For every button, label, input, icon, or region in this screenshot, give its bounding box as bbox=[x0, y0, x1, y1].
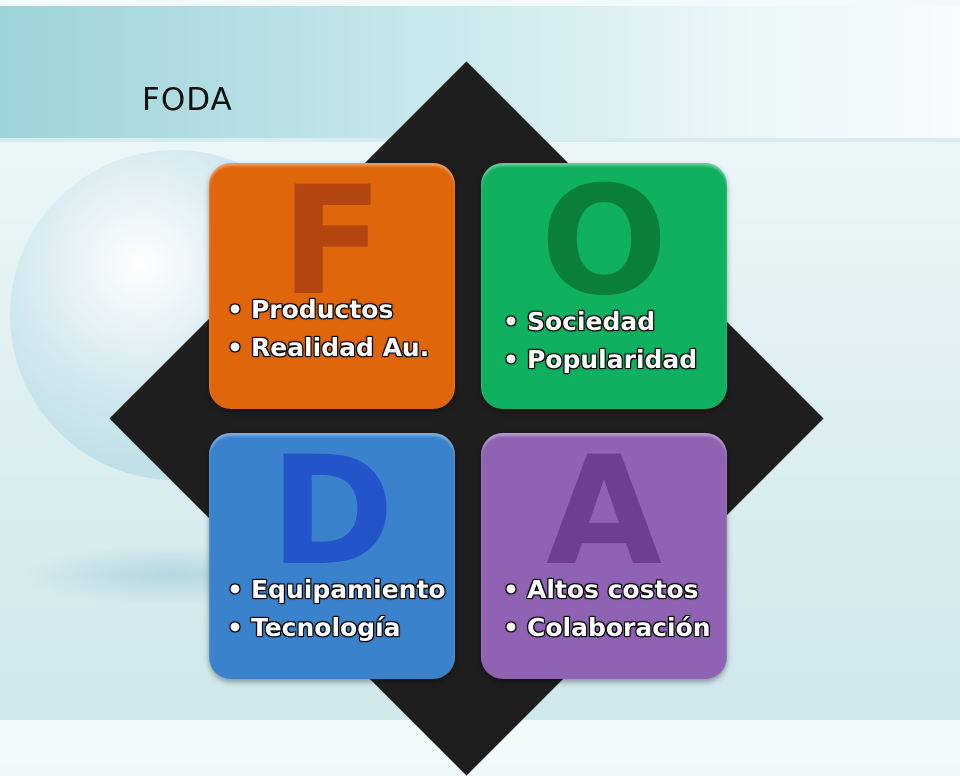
quadrant-list: Equipamiento Tecnología bbox=[227, 571, 449, 647]
list-item: Colaboración bbox=[503, 609, 721, 647]
quadrant-debilidades: D Equipamiento Tecnología bbox=[209, 433, 455, 679]
quadrant-list: Sociedad Popularidad bbox=[503, 303, 721, 379]
list-item: Sociedad bbox=[503, 303, 721, 341]
quadrant-amenazas: A Altos costos Colaboración bbox=[481, 433, 727, 679]
quadrant-letter: D bbox=[269, 433, 395, 599]
page-title: FODA bbox=[142, 82, 233, 118]
quadrant-oportunidades: O Sociedad Popularidad bbox=[481, 163, 727, 409]
list-item: Popularidad bbox=[503, 341, 721, 379]
list-item: Realidad Au. bbox=[227, 329, 449, 367]
list-item: Equipamiento bbox=[227, 571, 449, 609]
quadrant-letter: A bbox=[545, 433, 663, 599]
quadrant-letter: O bbox=[540, 163, 668, 329]
list-item: Productos bbox=[227, 291, 449, 329]
list-item: Altos costos bbox=[503, 571, 721, 609]
quadrant-fortalezas: F Productos Realidad Au. bbox=[209, 163, 455, 409]
list-item: Tecnología bbox=[227, 609, 449, 647]
quadrant-list: Productos Realidad Au. bbox=[227, 291, 449, 367]
quadrant-list: Altos costos Colaboración bbox=[503, 571, 721, 647]
